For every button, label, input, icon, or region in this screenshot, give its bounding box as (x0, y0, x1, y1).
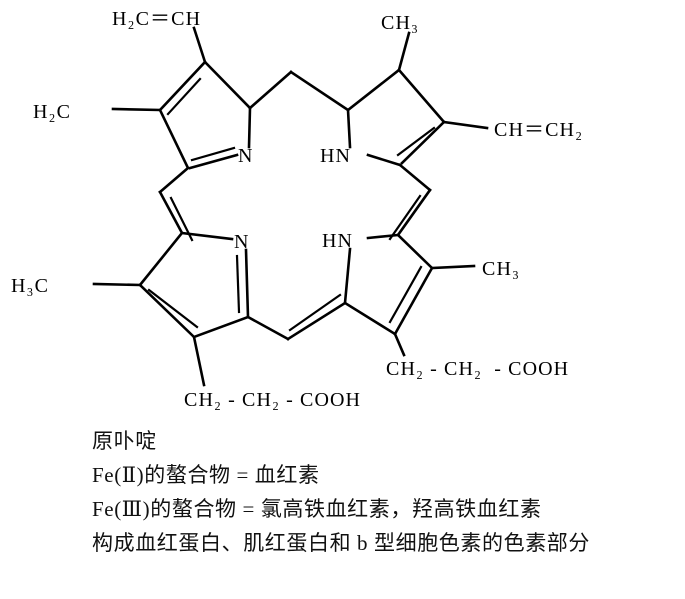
atom-label-n-bottom-left: N (234, 231, 250, 253)
ring-bottom-right (286, 188, 476, 357)
atom-label-hn-top-right: HN (320, 145, 351, 167)
caption-line-function: 构成血红蛋白、肌红蛋白和 b 型细胞色素的色素部分 (92, 531, 590, 555)
ring-top-left (111, 26, 293, 194)
label-propionic-chain-right: CH₂ - CH₂ - COOH (386, 358, 569, 380)
caption-block: 原卟啶 Fe(Ⅱ)的螯合物 = 血红素 Fe(Ⅲ)的螯合物 = 氯高铁血红素，羟… (0, 424, 685, 560)
meso-bridges (169, 194, 422, 332)
ring-bottom-left (92, 190, 290, 387)
atom-label-n-top-left: N (238, 145, 254, 167)
label-methyl-top-right: CH₃ (381, 12, 419, 34)
protoporphyrin-structure: N HN N HN H₂C＝CH H₂C CH₃ CH＝CH₂ H₃C CH₃ … (11, 8, 583, 411)
atom-label-hn-bottom-right: HN (322, 230, 353, 252)
label-methyl-right-lower: CH₃ (482, 258, 520, 280)
label-vinyl-right-upper: CH＝CH₂ (494, 119, 583, 141)
ring-top-right (289, 31, 489, 192)
caption-line-fe2: Fe(Ⅱ)的螯合物 = 血红素 (92, 463, 320, 487)
label-methyl-left-lower: H₃C (11, 275, 49, 297)
label-methylene-left-upper: H₂C (33, 101, 71, 123)
caption-line-fe3: Fe(Ⅲ)的螯合物 = 氯高铁血红素，羟高铁血红素 (92, 497, 542, 521)
caption-line-name: 原卟啶 (92, 429, 157, 453)
label-vinyl-top-left: H₂C＝CH (112, 8, 201, 30)
label-propionic-chain-left: CH₂ - CH₂ - COOH (184, 389, 361, 411)
